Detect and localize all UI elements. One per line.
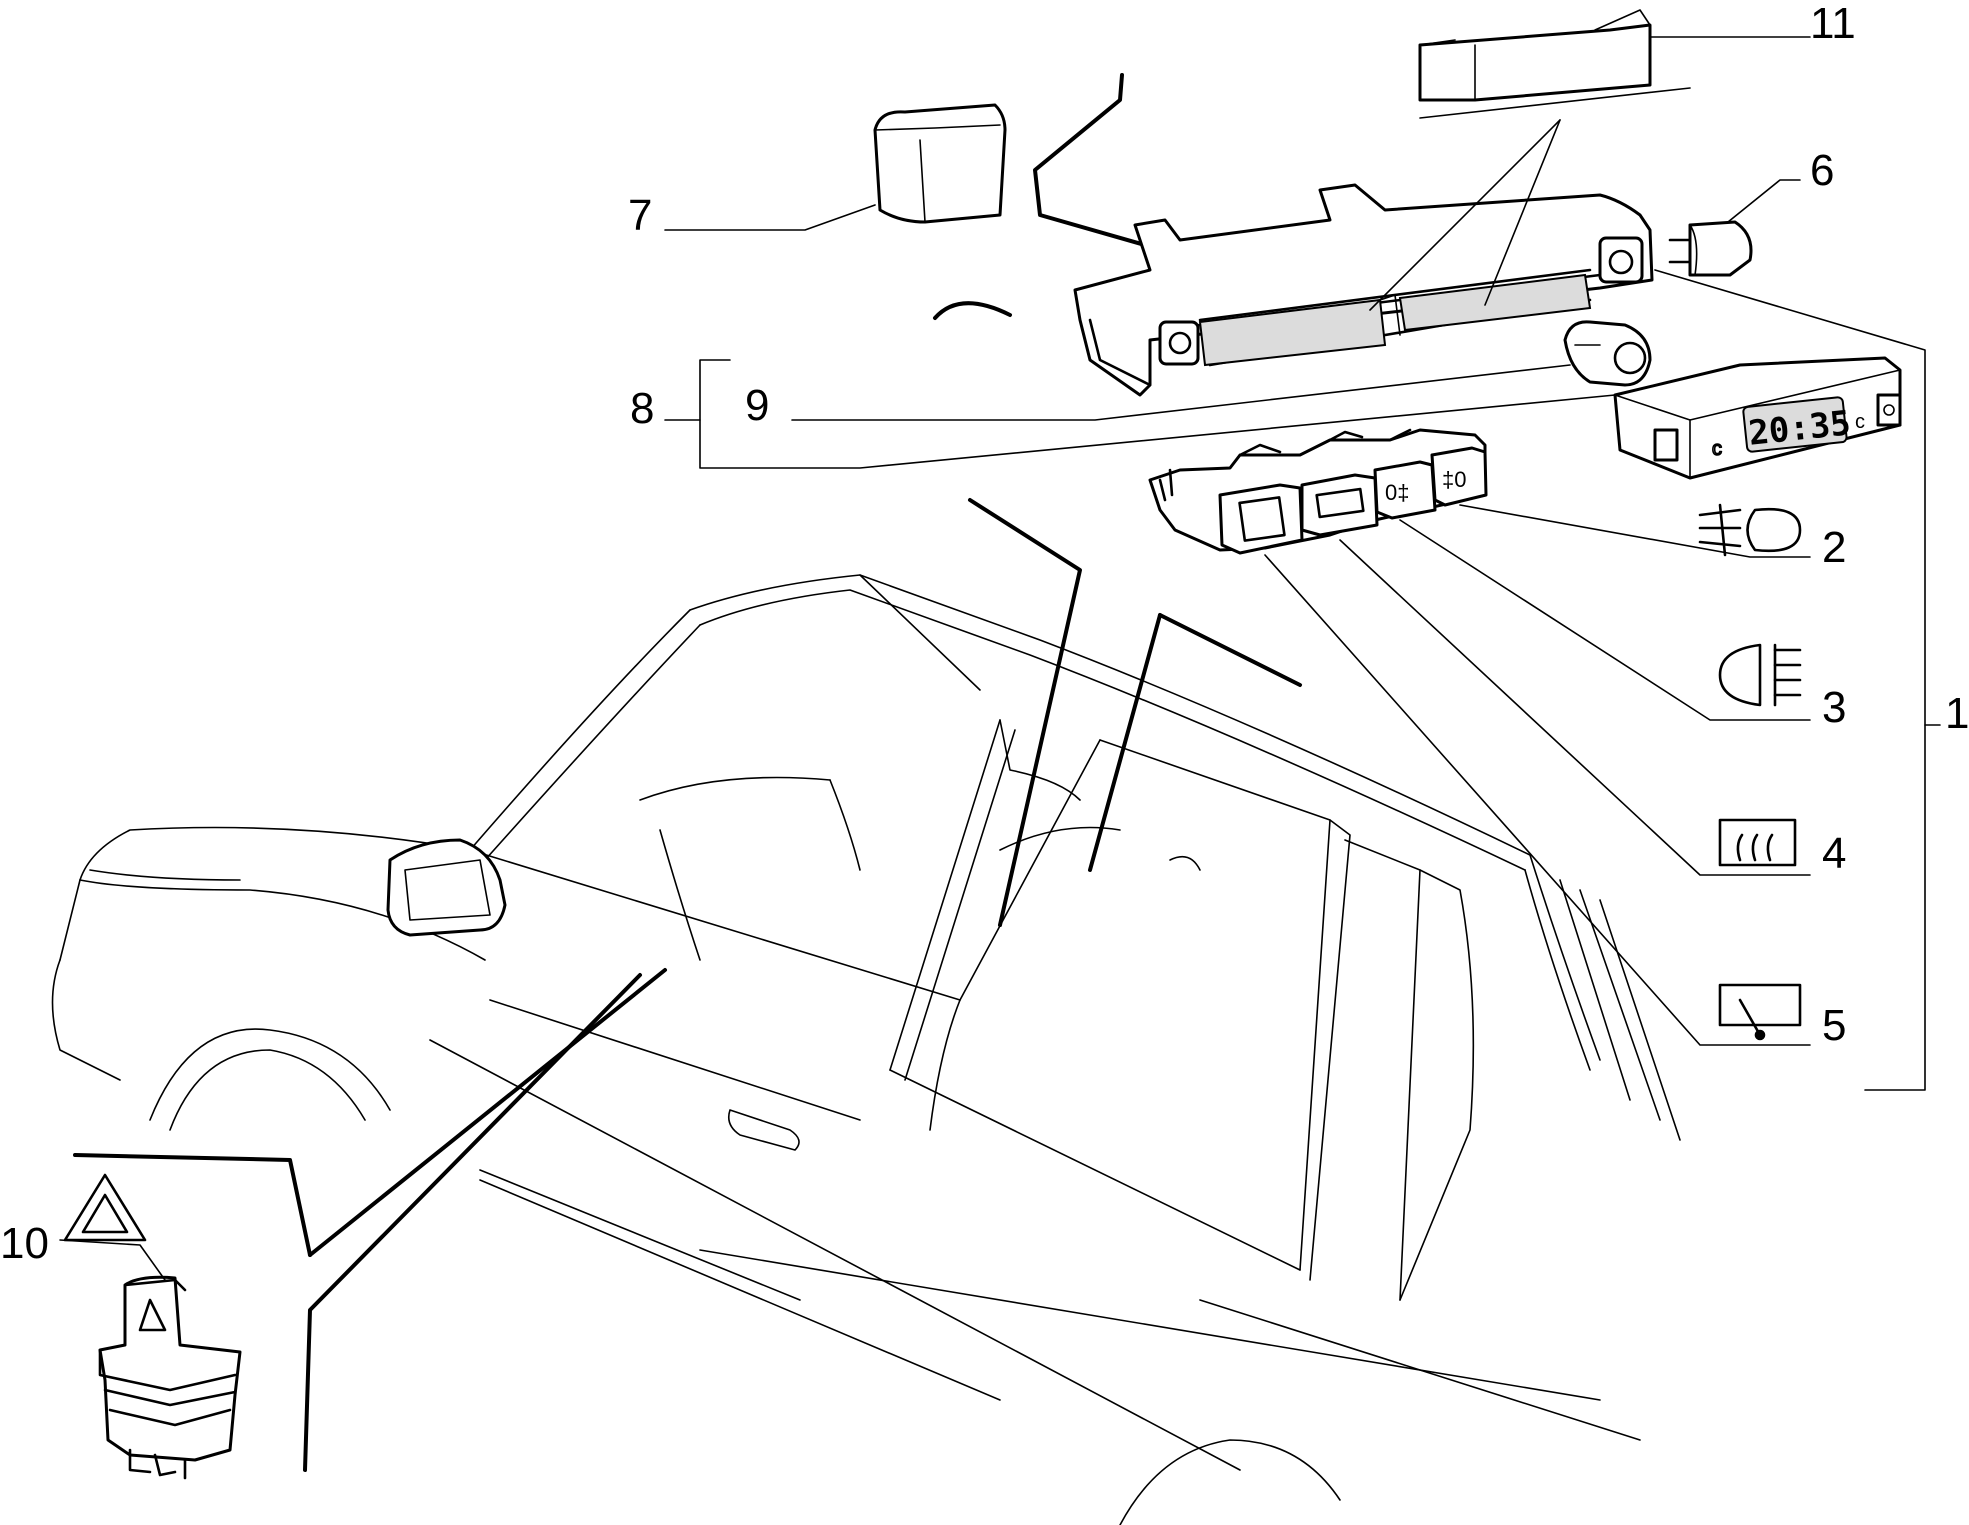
cover-part-11	[1418, 9, 1652, 102]
hazard-warning-icon	[63, 1173, 147, 1242]
svg-text:c: c	[1855, 411, 1865, 433]
callout-9: 9	[745, 381, 769, 430]
callout-8: 8	[630, 384, 654, 433]
callout-3: 3	[1822, 683, 1846, 732]
svg-text:0‡: 0‡	[1385, 480, 1409, 505]
callout-5: 5	[1822, 1001, 1846, 1050]
callout-11: 11	[1810, 0, 1856, 48]
car-body-outline	[51, 574, 1681, 1525]
callout-6: 6	[1810, 146, 1834, 195]
callout-2: 2	[1822, 523, 1846, 572]
rear-wiper-icon	[1718, 983, 1802, 1041]
callout-numbers: 11 7 6 8 9 2 3 1 4 5 10	[0, 0, 1969, 1268]
callout-7: 7	[628, 191, 652, 240]
rear-window-heater-icon	[1718, 818, 1797, 867]
callout-10: 10	[0, 1219, 49, 1268]
module-part-7	[873, 103, 1007, 224]
front-fog-light-icon	[1698, 503, 1802, 557]
switch-bank: 0‡ ‡0	[1148, 428, 1488, 555]
callout-1: 1	[1945, 689, 1969, 738]
callout-leaders	[59, 36, 1941, 1281]
rear-fog-light-icon	[1718, 643, 1802, 707]
bulb-holder-part-6	[1668, 220, 1753, 277]
svg-text:c: c	[1712, 438, 1722, 460]
hazard-switch-part-10	[98, 1275, 242, 1480]
callout-4: 4	[1822, 829, 1846, 878]
svg-text:‡0: ‡0	[1442, 467, 1466, 492]
bulb-socket-part-9	[1563, 320, 1652, 387]
side-mirror	[386, 838, 507, 937]
console-housing	[1073, 183, 1654, 397]
clock-unit-part-8: 20:35 c c	[1613, 356, 1902, 480]
